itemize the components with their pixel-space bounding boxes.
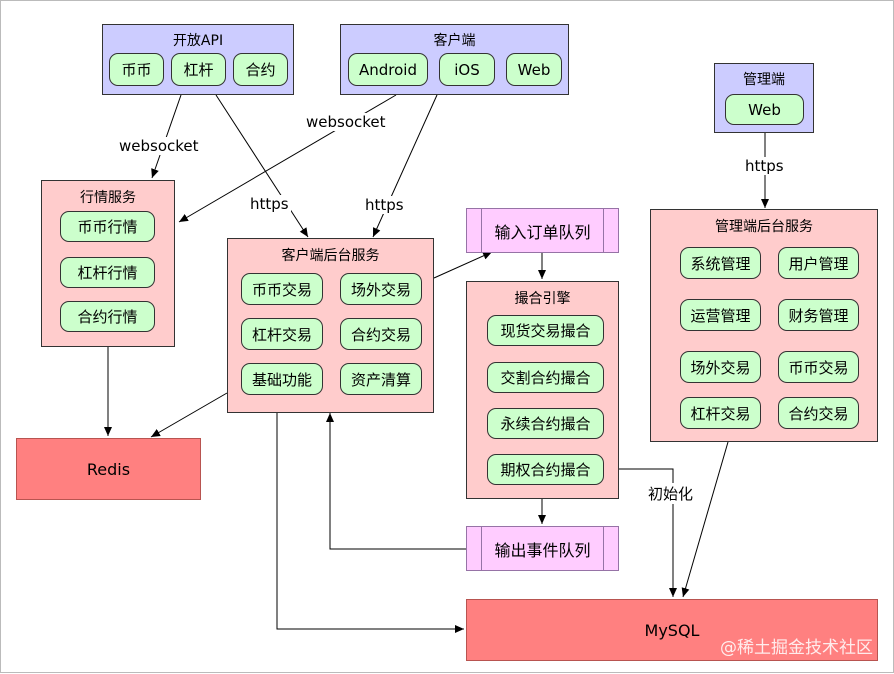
edge-label-websocket-left: websocket <box>117 137 201 155</box>
edge-label-init: 初始化 <box>646 483 696 504</box>
client-web: Web <box>506 53 562 86</box>
edge-adminbackend-to-mysql <box>681 441 729 598</box>
backend-otc-trade: 场外交易 <box>340 273 422 305</box>
edge-label-https-client: https <box>363 196 406 214</box>
admin-backend-title: 管理端后台服务 <box>715 219 813 235</box>
open-api-title: 开放API <box>172 33 224 49</box>
client-title: 客户端 <box>433 33 476 49</box>
matching-engine-title: 撮合引擎 <box>514 291 571 307</box>
admin-finance-mgmt: 财务管理 <box>778 299 859 331</box>
admin-backend-group: 管理端后台服务 系统管理 用户管理 运营管理 财务管理 场外交易 币币交易 杠杆… <box>650 209 878 442</box>
admin-system-mgmt: 系统管理 <box>680 247 761 279</box>
edge-backend-to-input-queue <box>433 251 493 279</box>
edge-backend-to-mysql <box>276 413 464 633</box>
market-service-group: 行情服务 币币行情 杠杆行情 合约行情 <box>41 180 175 347</box>
admin-client-title: 管理端 <box>743 72 785 88</box>
edge-backend-to-redis <box>150 392 228 438</box>
input-queue-label: 输入订单队列 <box>494 222 591 242</box>
redis-label: Redis <box>86 459 131 479</box>
edge-label-https-openapi: https <box>248 195 291 213</box>
input-order-queue: 输入订单队列 <box>466 208 619 253</box>
client-group: 客户端 Android iOS Web <box>340 24 569 95</box>
admin-spot-trade: 币币交易 <box>778 351 859 383</box>
mysql-store: MySQL <box>466 599 878 661</box>
mysql-label: MySQL <box>644 620 700 640</box>
admin-client-group: 管理端 Web <box>714 63 814 133</box>
market-spot: 币币行情 <box>60 211 155 242</box>
open-api-spot: 币币 <box>109 53 164 86</box>
matching-engine-group: 撮合引擎 现货交易撮合 交割合约撮合 永续合约撮合 期权合约撮合 <box>466 281 619 499</box>
edge-output-queue-to-backend <box>326 413 466 550</box>
edge-label-https-admin: https <box>743 157 786 175</box>
backend-spot-trade: 币币交易 <box>241 273 323 305</box>
output-queue-label: 输出事件队列 <box>494 540 591 560</box>
admin-contract-trade: 合约交易 <box>778 397 859 429</box>
admin-client-web: Web <box>725 94 804 125</box>
open-api-contract: 合约 <box>233 53 288 86</box>
edge-openapi-to-market <box>151 94 182 179</box>
edge-openapi-to-backend <box>215 94 309 238</box>
open-api-margin: 杠杆 <box>171 53 226 86</box>
engine-delivery-match: 交割合约撮合 <box>487 362 604 393</box>
engine-spot-match: 现货交易撮合 <box>487 315 604 346</box>
client-backend-group: 客户端后台服务 币币交易 场外交易 杠杆交易 合约交易 基础功能 资产清算 <box>227 238 434 413</box>
backend-basic-functions: 基础功能 <box>241 363 323 395</box>
backend-asset-clearing: 资产清算 <box>340 363 422 395</box>
output-event-queue: 输出事件队列 <box>466 526 619 571</box>
client-ios: iOS <box>439 53 495 86</box>
market-contract: 合约行情 <box>60 301 155 332</box>
market-margin: 杠杆行情 <box>60 257 155 288</box>
backend-contract-trade: 合约交易 <box>340 318 422 350</box>
client-backend-title: 客户端后台服务 <box>281 248 380 264</box>
admin-otc-trade: 场外交易 <box>680 351 761 383</box>
admin-user-mgmt: 用户管理 <box>778 247 859 279</box>
edge-engine-to-mysql <box>618 468 677 597</box>
engine-options-match: 期权合约撮合 <box>487 454 604 485</box>
redis-store: Redis <box>16 438 201 500</box>
watermark: @稀土掘金技术社区 <box>720 638 873 658</box>
client-android: Android <box>348 53 428 86</box>
edge-label-websocket-right: websocket <box>304 113 388 131</box>
admin-ops-mgmt: 运营管理 <box>680 299 761 331</box>
market-service-title: 行情服务 <box>80 190 136 206</box>
engine-perpetual-match: 永续合约撮合 <box>487 408 604 439</box>
admin-margin-trade: 杠杆交易 <box>680 397 761 429</box>
backend-margin-trade: 杠杆交易 <box>241 318 323 350</box>
open-api-group: 开放API 币币 杠杆 合约 <box>102 24 294 95</box>
